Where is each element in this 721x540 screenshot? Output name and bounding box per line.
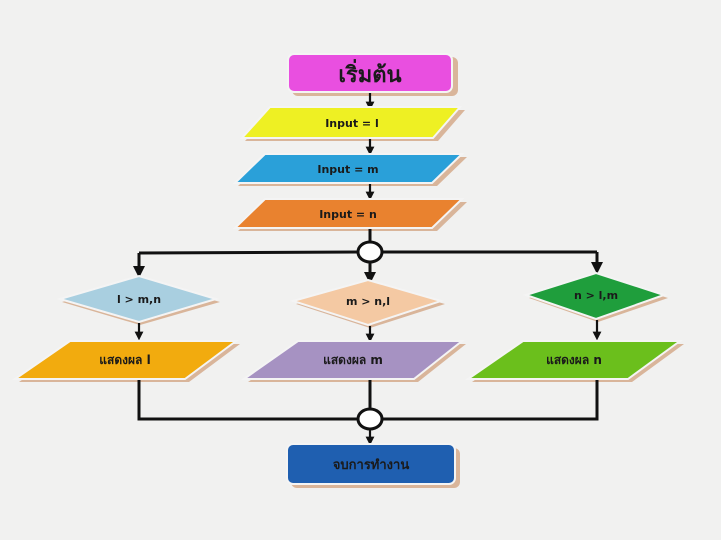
merge-line-left: [137, 380, 358, 421]
split-connector: [133, 240, 603, 284]
input-l-label: Input = l: [325, 117, 379, 130]
input-l-node: Input = l: [239, 106, 465, 141]
end-node: จบการทำงาน: [286, 443, 460, 488]
input-l-shape: [239, 106, 463, 139]
start-label: เริ่มต้น: [338, 58, 401, 88]
decision-n-node: n > l,m: [522, 271, 668, 322]
output-l-label: แสดงผล l: [99, 353, 150, 367]
decision-m-label: m > n,l: [346, 295, 390, 308]
end-shape: [286, 443, 456, 485]
input-n-shape: [232, 198, 465, 229]
input-m-node: Input = m: [232, 153, 467, 186]
start-node: เริ่มต้น: [287, 53, 458, 96]
decision-n-label: n > l,m: [574, 289, 618, 302]
output-m-label: แสดงผล m: [323, 353, 383, 367]
output-n-shape: [464, 340, 684, 380]
output-m-shape: [240, 340, 465, 380]
start-shape: [287, 53, 453, 93]
merge-line-right: [382, 380, 599, 421]
output-m-node: แสดงผล m: [240, 340, 466, 382]
merge-connector-circle: [356, 407, 384, 431]
output-l-shape: [11, 340, 240, 380]
input-n-node: Input = n: [232, 198, 467, 231]
split-line-left: [138, 250, 359, 255]
input-m-label: Input = m: [317, 163, 378, 176]
decision-l-shape: [56, 274, 220, 324]
decision-m-shape: [289, 278, 445, 327]
output-l-node: แสดงผล l: [11, 340, 240, 382]
decision-l-node: l > m,n: [56, 274, 220, 325]
split-connector-circle: [356, 240, 384, 264]
output-n-label: แสดงผล n: [546, 353, 602, 367]
merge-connector: [137, 380, 599, 446]
input-m-shape: [232, 153, 465, 184]
input-n-label: Input = n: [319, 208, 377, 221]
output-n-node: แสดงผล n: [464, 340, 684, 382]
decision-l-label: l > m,n: [117, 293, 161, 306]
decision-n-shape: [522, 271, 668, 321]
decision-m-node: m > n,l: [289, 278, 445, 328]
end-label: จบการทำงาน: [333, 457, 410, 473]
